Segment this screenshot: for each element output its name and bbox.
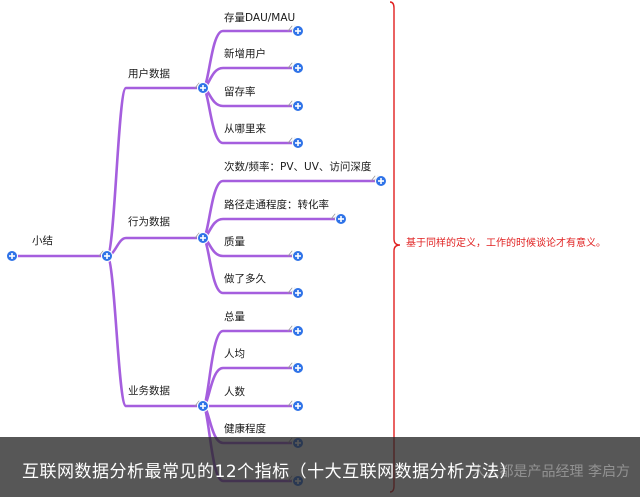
plus-circle-icon[interactable] bbox=[292, 362, 304, 374]
leaf-label: 留存率 bbox=[224, 86, 256, 98]
leaf-label: 质量 bbox=[224, 236, 245, 248]
plus-circle-icon[interactable] bbox=[6, 250, 18, 262]
group-label-behavior-data: 行为数据 bbox=[128, 216, 170, 228]
leaf-label: 人均 bbox=[224, 348, 245, 360]
summary-bracket bbox=[389, 1, 401, 493]
group-label-business-data: 业务数据 bbox=[128, 385, 170, 397]
plus-circle-icon[interactable] bbox=[197, 400, 209, 412]
leaf-label: 次数/频率：PV、UV、访问深度 bbox=[224, 161, 372, 173]
plus-circle-icon[interactable] bbox=[292, 25, 304, 37]
root-label: 小结 bbox=[32, 235, 53, 247]
plus-circle-icon[interactable] bbox=[292, 137, 304, 149]
leaf-connector bbox=[201, 236, 300, 258]
leaf-label: 从哪里来 bbox=[224, 123, 266, 135]
plus-circle-icon[interactable] bbox=[292, 250, 304, 262]
plus-circle-icon[interactable] bbox=[197, 82, 209, 94]
leaf-label: 新增用户 bbox=[224, 48, 266, 60]
plus-circle-icon[interactable] bbox=[292, 100, 304, 112]
bracket-path bbox=[389, 1, 401, 493]
plus-circle-icon[interactable] bbox=[197, 232, 209, 244]
group-connector bbox=[105, 254, 205, 408]
plus-circle-icon[interactable] bbox=[335, 213, 347, 225]
leaf-label: 存量DAU/MAU bbox=[224, 12, 296, 24]
leaf-label: 做了多久 bbox=[224, 273, 266, 285]
plus-circle-icon[interactable] bbox=[292, 287, 304, 299]
plus-circle-icon[interactable] bbox=[292, 325, 304, 337]
connector-lines bbox=[10, 25, 383, 483]
banner-title: 互联网数据分析最常见的12个指标（十大互联网数据分析方法） bbox=[22, 462, 518, 482]
watermark: 人人都是产品经理 李启方 bbox=[471, 464, 630, 480]
group-connector bbox=[105, 86, 205, 258]
group-label-user-data: 用户数据 bbox=[128, 68, 170, 80]
caption-banner bbox=[0, 437, 640, 497]
leaf-label: 人数 bbox=[224, 386, 245, 398]
leaf-connector bbox=[201, 66, 300, 90]
leaf-label: 健康程度 bbox=[224, 423, 266, 435]
group-connector bbox=[105, 236, 205, 258]
summary-note: 基于同样的定义，工作的时候谈论才有意义。 bbox=[406, 238, 606, 249]
plus-circle-icon[interactable] bbox=[101, 250, 113, 262]
plus-circle-icon[interactable] bbox=[292, 400, 304, 412]
leaf-label: 总量 bbox=[224, 311, 245, 323]
leaf-connector bbox=[201, 366, 300, 408]
plus-circle-icon[interactable] bbox=[292, 62, 304, 74]
leaf-label: 路径走通程度：转化率 bbox=[224, 199, 329, 211]
expand-buttons bbox=[6, 25, 387, 487]
plus-circle-icon[interactable] bbox=[375, 175, 387, 187]
